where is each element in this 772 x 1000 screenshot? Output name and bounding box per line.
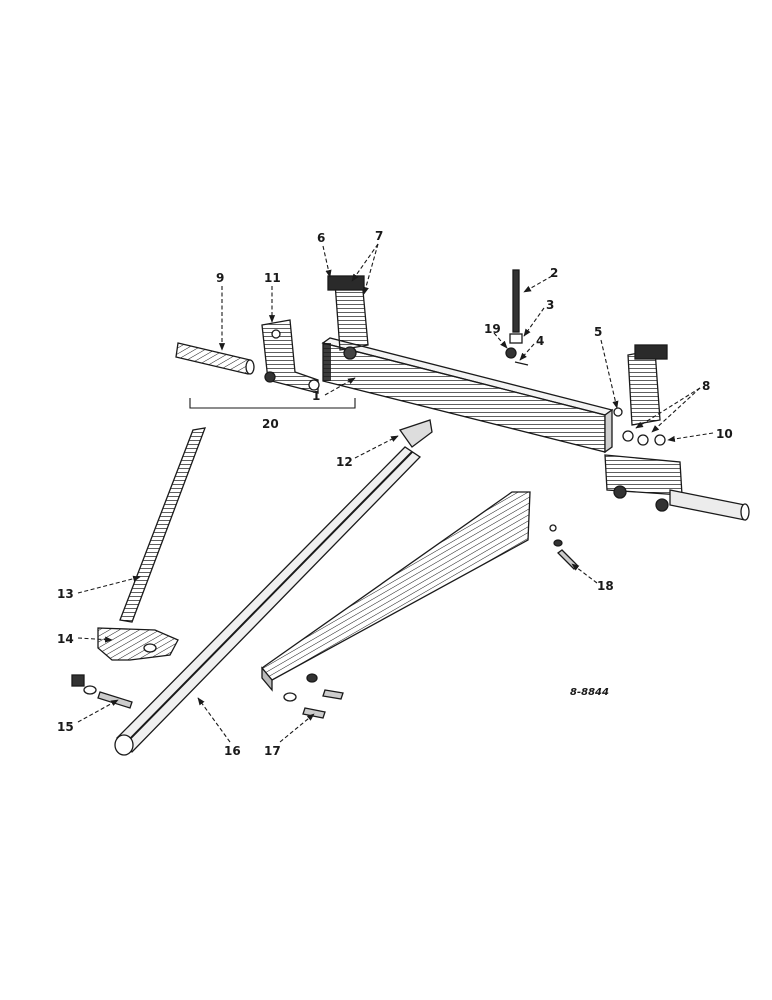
right-spindle [604, 454, 750, 521]
pin-9 [175, 342, 255, 375]
callout-1: 1 [312, 389, 320, 403]
callout-4: 4 [536, 334, 544, 348]
callout-5: 5 [594, 325, 602, 339]
left-steering-arm [327, 275, 369, 360]
tube-16 [114, 419, 433, 756]
callout-14: 14 [57, 632, 74, 646]
callout-13: 13 [57, 587, 74, 601]
callout-3: 3 [546, 298, 554, 312]
radius-rod-13 [97, 427, 207, 661]
callout-10: 10 [716, 427, 733, 441]
callout-12: 12 [336, 455, 353, 469]
callout-9: 9 [216, 271, 224, 285]
callout-18: 18 [597, 579, 614, 593]
beam-end-left [323, 343, 331, 381]
callout-7: 7 [375, 229, 383, 243]
callout-6: 6 [317, 231, 325, 245]
callout-16: 16 [224, 744, 241, 758]
callout-20: 20 [262, 417, 279, 431]
callout-15: 15 [57, 720, 74, 734]
reference-code: 8-8844 [570, 687, 609, 698]
callouts: 1 2 3 4 5 6 7 8 9 10 11 12 13 14 15 16 1… [57, 229, 733, 758]
callout-2: 2 [550, 266, 558, 280]
brace-angle [261, 491, 531, 692]
callout-19: 19 [484, 322, 501, 336]
bolt-2 [505, 269, 529, 366]
callout-11: 11 [264, 271, 281, 285]
bracket-11 [261, 319, 320, 394]
axle-beam [321, 337, 614, 454]
bolt-nut-15 [71, 674, 133, 709]
bolt-18 [549, 524, 579, 570]
callout-17: 17 [264, 744, 281, 758]
bolts-17 [283, 673, 344, 719]
leader-lines [77, 243, 714, 743]
callout-8: 8 [702, 379, 710, 393]
right-steering-arm [613, 344, 668, 446]
